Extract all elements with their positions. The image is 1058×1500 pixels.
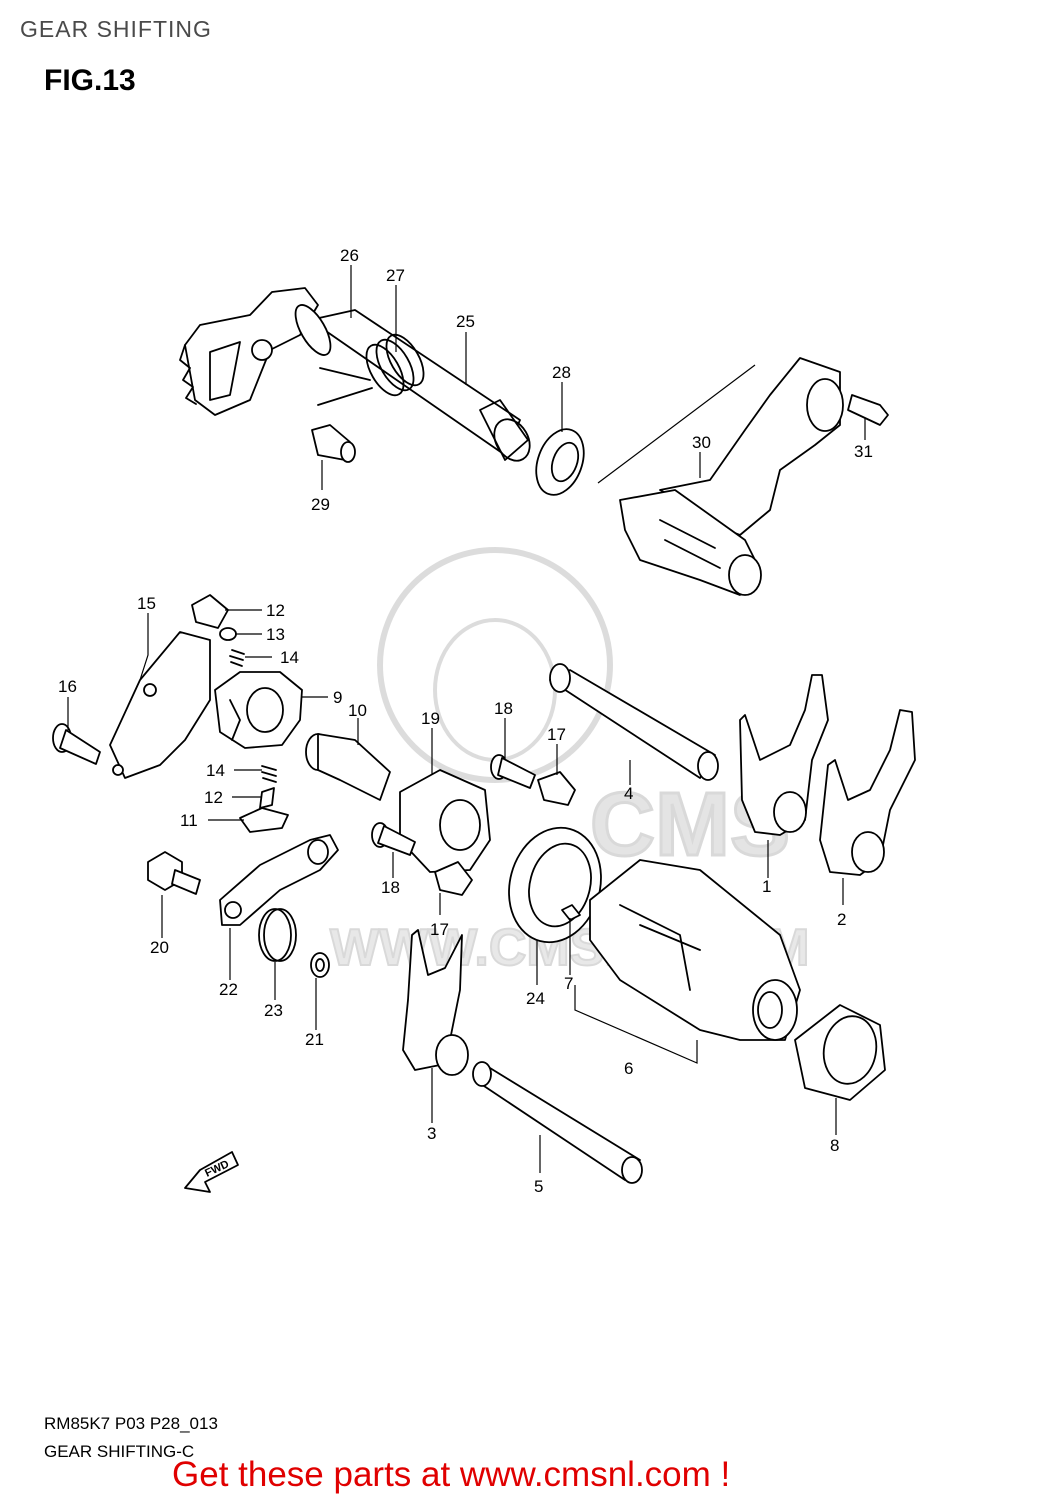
- callout-22: 22: [219, 980, 238, 999]
- callout-18: 18: [381, 878, 400, 897]
- part-26-shift-arm: [179, 287, 319, 416]
- callout-4: 4: [624, 784, 633, 803]
- callout-23: 23: [264, 1001, 283, 1020]
- part-14-spring: [229, 649, 245, 667]
- part-25-shift-shaft: [294, 304, 531, 462]
- callout-30: 30: [692, 433, 711, 452]
- callout-8: 8: [830, 1136, 839, 1155]
- callout-12: 12: [266, 601, 285, 620]
- callout-24: 24: [526, 989, 545, 1008]
- part-7-pin: [561, 904, 581, 921]
- part-11-stopper: [239, 807, 289, 833]
- model-code: RM85K7 P03 P28_013: [44, 1414, 218, 1433]
- part-8-bearing: [794, 1004, 886, 1101]
- callout-14: 14: [280, 648, 299, 667]
- part-5-fork-shaft: [472, 1061, 643, 1184]
- part-17-pin-lower: [434, 861, 473, 896]
- part-28-oil-seal: [535, 428, 585, 496]
- callout-19: 19: [421, 709, 440, 728]
- part-23-spring: [258, 908, 297, 962]
- part-29-bolt: [311, 424, 356, 463]
- callout-14: 14: [206, 761, 225, 780]
- callout-5: 5: [534, 1177, 543, 1196]
- part-21-washer: [310, 952, 330, 978]
- part-13-pin: [219, 627, 237, 641]
- callout-31: 31: [854, 442, 873, 461]
- callout-28: 28: [552, 363, 571, 382]
- part-10-cam-guide-bolt: [305, 733, 391, 801]
- part-12-pin-lower: [259, 787, 275, 809]
- callout-16: 16: [58, 677, 77, 696]
- watermark-logo-ring: [377, 547, 613, 783]
- part-22-gearshift-arm: [219, 834, 339, 926]
- part-9-gearshift-cam-driven: [214, 671, 303, 749]
- part-14-spring-lower: [261, 765, 277, 783]
- callout-10: 10: [348, 701, 367, 720]
- callout-21: 21: [305, 1030, 324, 1049]
- parts-link-banner[interactable]: Get these parts at www.cmsnl.com !: [172, 1455, 731, 1494]
- callout-2: 2: [837, 910, 846, 929]
- part-1-shift-fork: [739, 674, 829, 836]
- part-2-shift-fork: [819, 709, 916, 876]
- callout-7: 7: [564, 974, 573, 993]
- part-31-bolt: [847, 394, 889, 426]
- callout-27: 27: [386, 266, 405, 285]
- figure-number: FIG.13: [44, 64, 136, 97]
- callout-3: 3: [427, 1124, 436, 1143]
- part-27-return-spring: [317, 333, 425, 406]
- callout-6: 6: [624, 1059, 633, 1078]
- callout-18: 18: [494, 699, 513, 718]
- callout-26: 26: [340, 246, 359, 265]
- callout-labels: 26 27 25 28 29 30 31 15 12 13 14 16 9 10…: [58, 246, 873, 1196]
- callout-17: 17: [547, 725, 566, 744]
- part-6-gearshift-cam: [589, 859, 801, 1041]
- callout-17: 17: [430, 920, 449, 939]
- callout-13: 13: [266, 625, 285, 644]
- callout-12: 12: [204, 788, 223, 807]
- callout-20: 20: [150, 938, 169, 957]
- part-12-stopper-cap: [191, 594, 229, 629]
- part-20-bolt: [147, 851, 201, 895]
- callout-1: 1: [762, 877, 771, 896]
- callout-29: 29: [311, 495, 330, 514]
- diagram-caption: GEAR SHIFTING-C: [44, 1442, 195, 1461]
- part-4-fork-shaft: [549, 663, 719, 781]
- part-17-pin-upper: [537, 771, 576, 806]
- fwd-arrow-icon: [184, 1151, 239, 1193]
- watermark-face: [433, 618, 557, 762]
- part-16-screw: [52, 723, 101, 765]
- part-18-screw-lower: [371, 822, 416, 856]
- part-18-screw-upper: [490, 754, 536, 789]
- leader-lines: [67, 265, 866, 1173]
- callout-9: 9: [333, 688, 342, 707]
- part-3-shift-fork: [402, 929, 469, 1076]
- part-30-gearshift-lever: [619, 357, 844, 596]
- callout-15: 15: [137, 594, 156, 613]
- part-19-cam-plate: [399, 769, 491, 873]
- callout-11: 11: [180, 811, 198, 830]
- callout-25: 25: [456, 312, 475, 331]
- page-header: GEAR SHIFTING: [20, 16, 212, 42]
- part-15-stopper-plate: [109, 631, 211, 779]
